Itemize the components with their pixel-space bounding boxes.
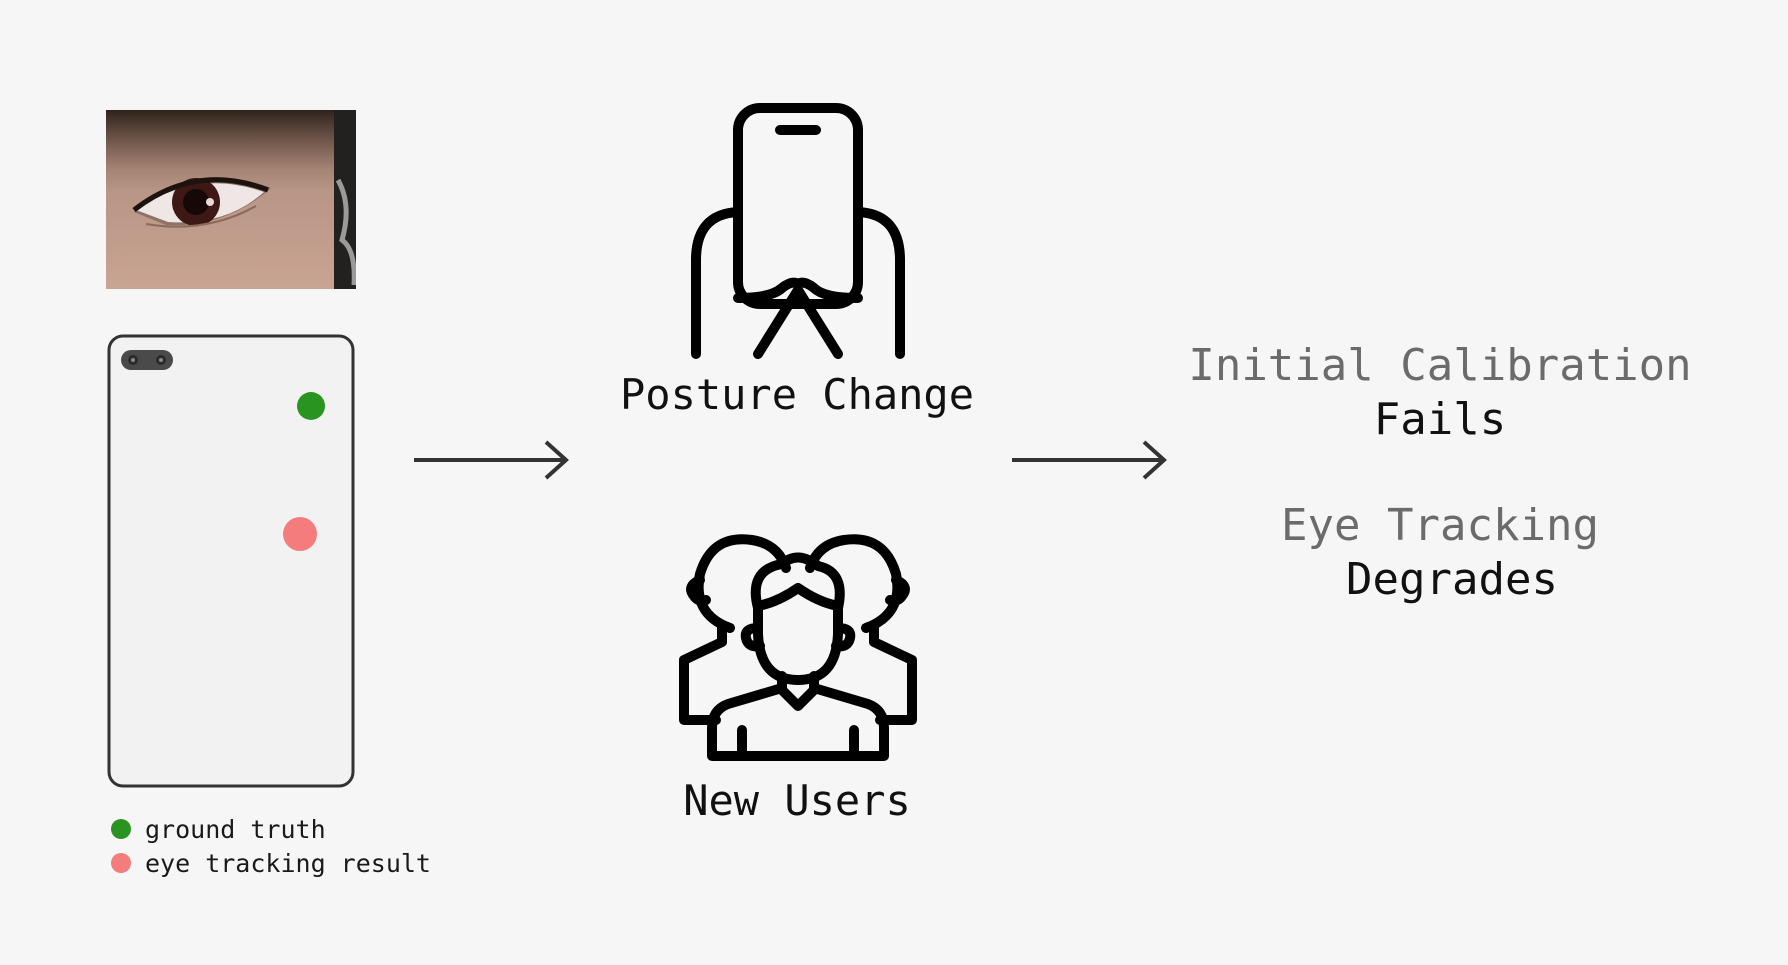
- arrow-right-icon: [412, 438, 572, 482]
- calibration-outcome-status: Fails: [1374, 394, 1506, 445]
- new-users-label: New Users: [683, 776, 911, 825]
- calibration-outcome-heading: Initial Calibration: [1188, 340, 1691, 391]
- tracking-outcome-heading: Eye Tracking: [1281, 500, 1599, 551]
- eye-photo: [106, 110, 356, 289]
- legend-label: eye tracking result: [145, 849, 431, 878]
- front-camera-icon: [121, 350, 173, 370]
- ground-truth-swatch: [111, 819, 131, 839]
- ground-truth-point: [297, 392, 325, 420]
- legend-label: ground truth: [145, 815, 326, 844]
- arrow-right-icon: [1010, 438, 1170, 482]
- phone-mockup: [107, 334, 355, 788]
- posture-change-label: Posture Change: [620, 370, 974, 419]
- eye-tracking-result-swatch: [111, 853, 131, 873]
- legend-item-eye-tracking-result: eye tracking result: [111, 848, 431, 878]
- hand-holding-phone-icon: [686, 100, 910, 364]
- tracking-outcome-status: Degrades: [1346, 554, 1558, 605]
- user-group-icon: [672, 510, 924, 762]
- legend-item-ground-truth: ground truth: [111, 814, 326, 844]
- eye-tracking-result-point: [283, 517, 317, 551]
